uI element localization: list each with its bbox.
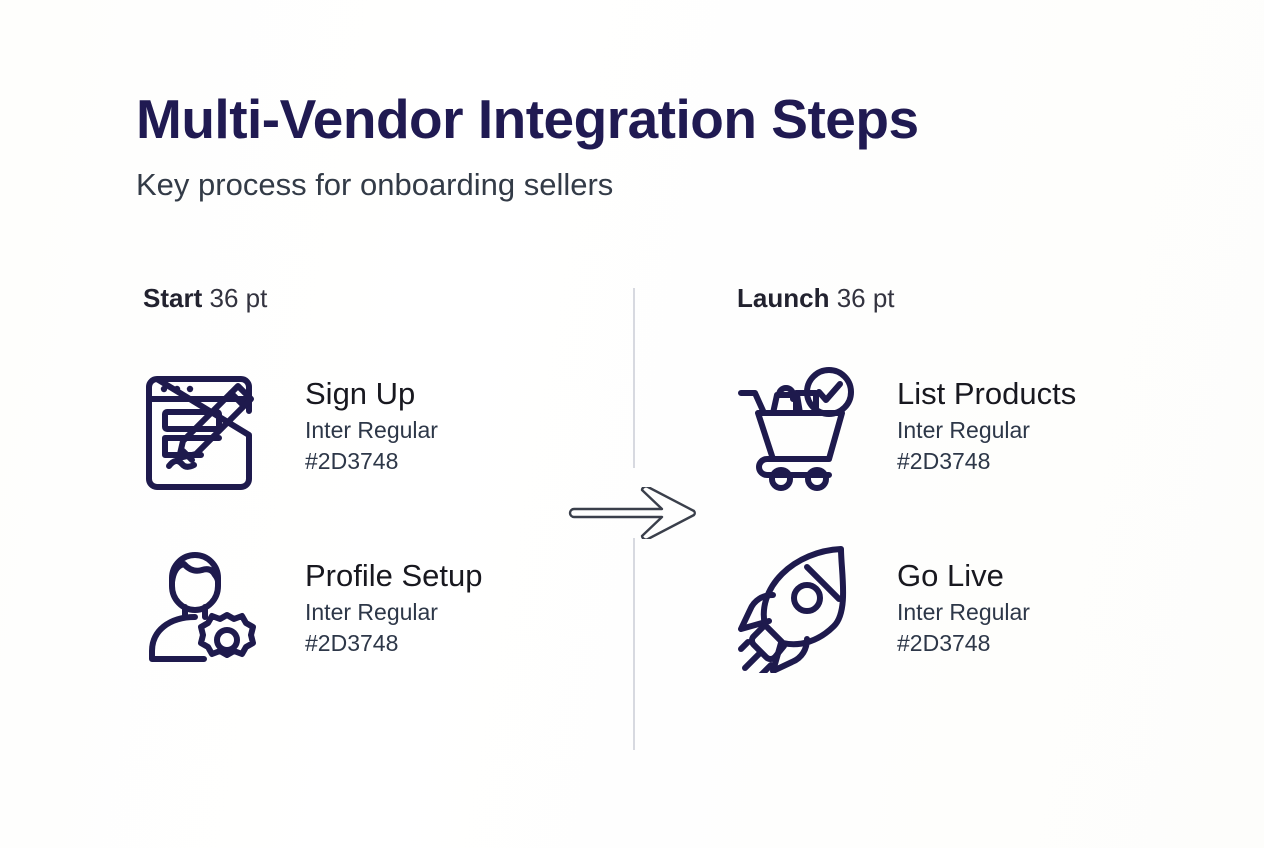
- column-launch-heading-meta: 36 pt: [836, 283, 895, 313]
- step-go-live[interactable]: Go Live Inter Regular #2D3748: [737, 541, 1157, 691]
- step-go-live-title: Go Live: [897, 558, 1004, 593]
- step-profile-setup-font: Inter Regular: [305, 599, 438, 625]
- step-profile-setup-title: Profile Setup: [305, 558, 483, 593]
- column-launch: Launch 36 pt: [737, 282, 1157, 691]
- steps-region: Start 36 pt: [0, 282, 1264, 762]
- step-profile-setup[interactable]: Profile Setup Inter Regular #2D3748: [143, 541, 563, 691]
- step-sign-up-text: Sign Up Inter Regular #2D3748: [265, 359, 438, 477]
- column-launch-heading-label: Launch: [737, 283, 830, 313]
- step-list-products[interactable]: List Products Inter Regular #2D3748: [737, 359, 1157, 509]
- header: Multi-Vendor Integration Steps Key proce…: [136, 88, 1136, 204]
- step-sign-up-font: Inter Regular: [305, 417, 438, 443]
- step-sign-up-title: Sign Up: [305, 376, 416, 411]
- column-divider-bottom: [633, 538, 635, 750]
- step-go-live-color: #2D3748: [897, 630, 991, 656]
- right-arrow-outline-icon: [566, 487, 700, 539]
- column-divider-top: [633, 288, 635, 468]
- signup-form-pencil-icon: [143, 359, 265, 491]
- column-start: Start 36 pt: [143, 282, 563, 691]
- person-gear-icon: [143, 541, 265, 673]
- step-go-live-font: Inter Regular: [897, 599, 1030, 625]
- step-sign-up[interactable]: Sign Up Inter Regular #2D3748: [143, 359, 563, 509]
- step-profile-setup-text: Profile Setup Inter Regular #2D3748: [265, 541, 483, 659]
- shopping-cart-check-icon: [737, 359, 859, 491]
- step-go-live-text: Go Live Inter Regular #2D3748: [859, 541, 1030, 659]
- step-list-products-text: List Products Inter Regular #2D3748: [859, 359, 1076, 477]
- step-list-products-color: #2D3748: [897, 448, 991, 474]
- step-sign-up-color: #2D3748: [305, 448, 399, 474]
- step-list-products-font: Inter Regular: [897, 417, 1030, 443]
- column-launch-heading: Launch 36 pt: [737, 282, 1157, 314]
- rocket-icon: [737, 541, 859, 673]
- column-start-heading-label: Start: [143, 283, 203, 313]
- step-list-products-title: List Products: [897, 376, 1077, 411]
- step-profile-setup-color: #2D3748: [305, 630, 399, 656]
- page-title: Multi-Vendor Integration Steps: [136, 88, 919, 150]
- column-start-heading-meta: 36 pt: [209, 283, 268, 313]
- page-subtitle: Key process for onboarding sellers: [136, 167, 614, 202]
- column-start-heading: Start 36 pt: [143, 282, 563, 314]
